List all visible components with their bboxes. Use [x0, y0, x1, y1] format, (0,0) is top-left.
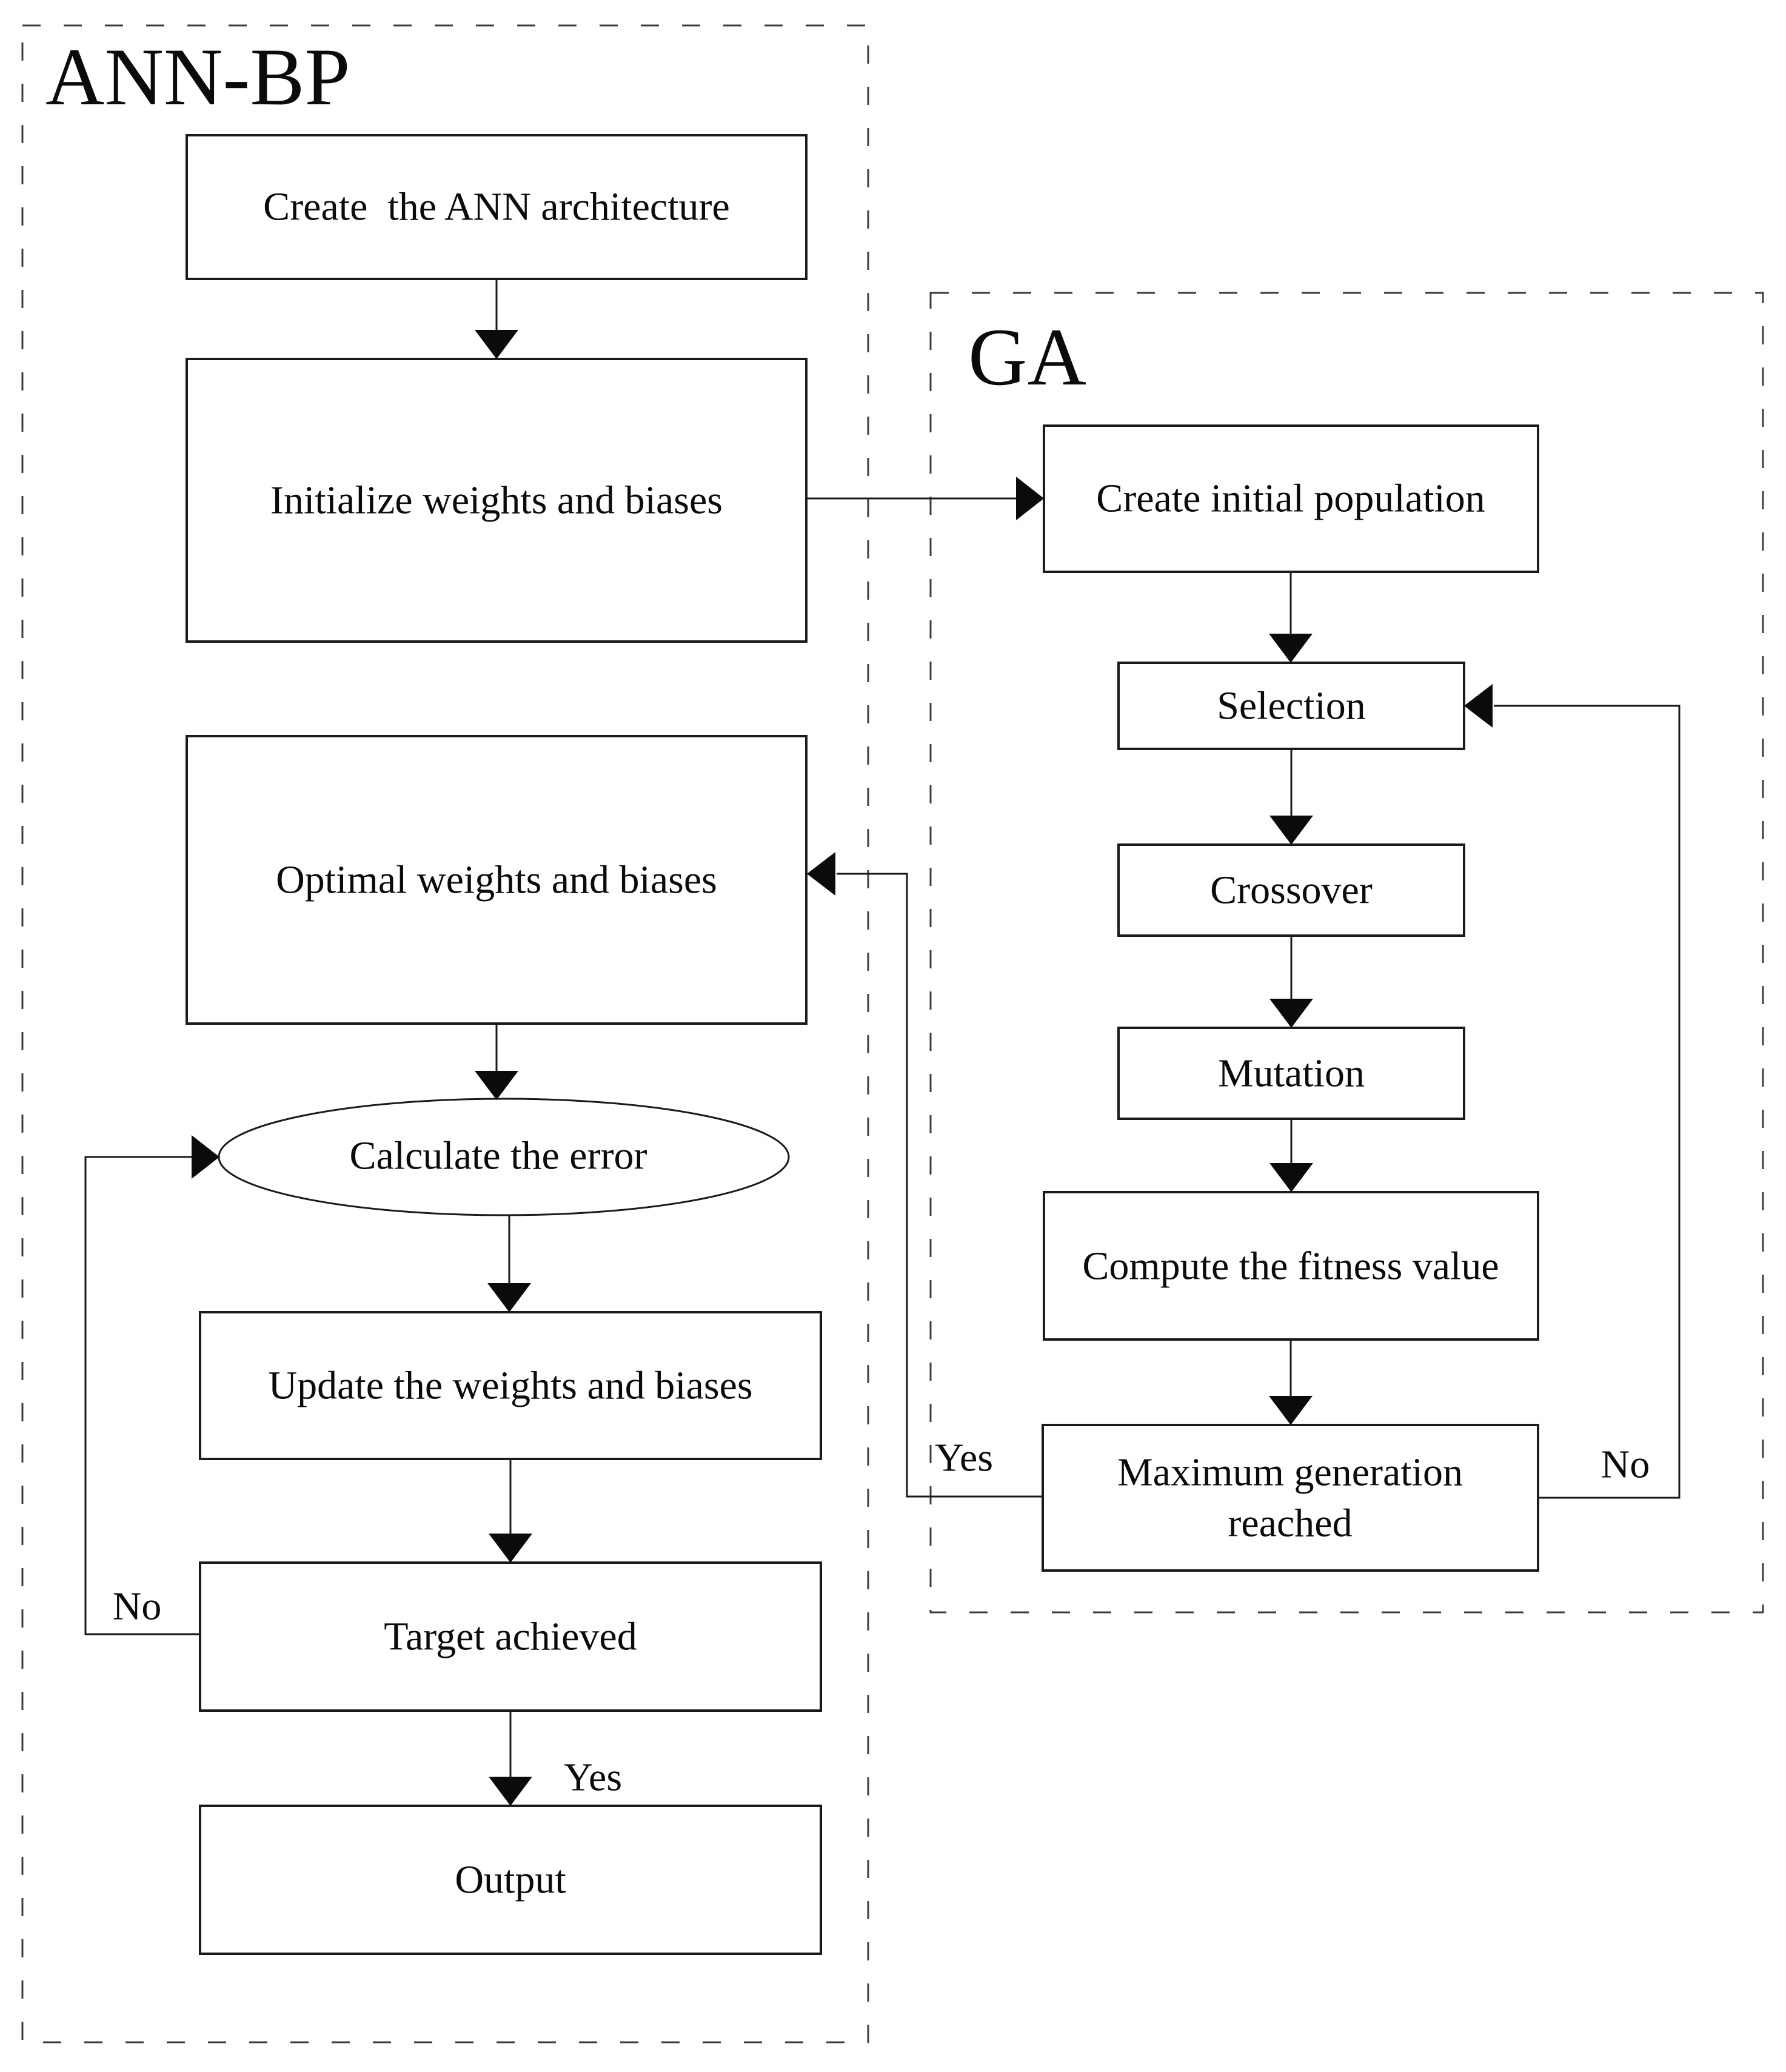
node-output: Output — [199, 1805, 822, 1955]
ga-region-title: GA — [968, 312, 1086, 403]
arrow-target-yes-to-output — [489, 1711, 532, 1806]
output-box — [199, 1805, 822, 1955]
calculate-error-label: Calculate the error — [349, 1134, 647, 1178]
arrowhead-down-icon — [475, 1071, 518, 1100]
update-weights-label: Update the weights and biases — [268, 1364, 752, 1408]
arrowhead-down-icon — [1269, 999, 1313, 1028]
node-max-generation: Maximum generation reached — [1042, 1424, 1539, 1572]
node-calculate-error: Calculate the error — [218, 1098, 790, 1216]
optimal-weights-box — [186, 735, 808, 1025]
arrow-create-ann-to-initialize — [475, 279, 518, 359]
label-target-yes: Yes — [564, 1755, 622, 1800]
arrowhead-down-icon — [1269, 634, 1313, 663]
arrow-crossover-to-mutation — [1269, 936, 1313, 1028]
arrow-selection-to-crossover — [1269, 749, 1313, 845]
initialize-weights-box — [186, 358, 808, 643]
create-ann-box — [186, 134, 808, 280]
max-generation-label-line2: reached — [1228, 1501, 1352, 1546]
crossover-label: Crossover — [1210, 868, 1373, 913]
arrow-calculate-error-to-update — [487, 1215, 531, 1312]
crossover-box — [1117, 843, 1465, 937]
arrow-optimal-to-calculate-error — [475, 1024, 518, 1100]
ga-region-border — [929, 292, 1764, 1614]
arrowhead-right-icon — [1016, 477, 1044, 520]
node-target-achieved: Target achieved — [199, 1561, 822, 1712]
create-population-box — [1043, 424, 1539, 573]
node-update-weights: Update the weights and biases — [199, 1311, 822, 1460]
arrowhead-down-icon — [1269, 816, 1313, 845]
mutation-box — [1117, 1027, 1465, 1120]
label-maxgen-no: No — [1601, 1443, 1650, 1487]
node-compute-fitness: Compute the fitness value — [1043, 1191, 1539, 1341]
compute-fitness-box — [1043, 1191, 1539, 1341]
compute-fitness-label: Compute the fitness value — [1082, 1244, 1499, 1289]
loop-max-generation-no-to-selection — [1464, 684, 1681, 1499]
node-initialize-weights: Initialize weights and biases — [186, 358, 808, 643]
ann-bp-region-title: ANN-BP — [45, 32, 350, 122]
ann-bp-region-border — [21, 24, 869, 2044]
update-weights-box — [199, 1311, 822, 1460]
arrow-initialize-to-create-population — [806, 477, 1044, 520]
loop-max-generation-yes-to-optimal — [807, 852, 1043, 1498]
mutation-label: Mutation — [1218, 1051, 1365, 1096]
node-create-ann: Create the ANN architecture — [186, 134, 808, 280]
label-target-no: No — [113, 1584, 162, 1629]
optimal-weights-label: Optimal weights and biases — [276, 858, 717, 902]
label-maxgen-yes: Yes — [935, 1436, 993, 1480]
arrowhead-left-icon — [807, 852, 835, 896]
node-create-population: Create initial population — [1043, 424, 1539, 573]
initialize-weights-label: Initialize weights and biases — [270, 478, 723, 523]
node-selection: Selection — [1117, 662, 1465, 750]
node-crossover: Crossover — [1117, 843, 1465, 937]
create-population-label: Create initial population — [1096, 477, 1485, 521]
max-generation-label-line1: Maximum generation — [1117, 1450, 1463, 1495]
max-generation-box — [1042, 1424, 1539, 1572]
arrowhead-right-icon — [192, 1135, 219, 1179]
arrow-update-to-target — [489, 1459, 532, 1563]
loop-target-no-to-calculate-error — [84, 1135, 219, 1635]
node-optimal-weights: Optimal weights and biases — [186, 735, 808, 1025]
arrowhead-down-icon — [1269, 1163, 1313, 1192]
node-mutation: Mutation — [1117, 1027, 1465, 1120]
target-achieved-label: Target achieved — [384, 1615, 637, 1659]
arrow-compute-fitness-to-max-generation — [1269, 1339, 1313, 1425]
arrowhead-left-icon — [1464, 684, 1493, 728]
arrowhead-down-icon — [475, 330, 518, 359]
target-achieved-box — [199, 1561, 822, 1712]
output-label: Output — [455, 1858, 566, 1902]
arrow-mutation-to-compute-fitness — [1269, 1119, 1313, 1192]
create-ann-label: Create the ANN architecture — [263, 185, 730, 229]
arrow-create-population-to-selection — [1269, 572, 1313, 663]
arrowhead-down-icon — [489, 1777, 532, 1806]
arrowhead-down-icon — [489, 1534, 532, 1563]
arrowhead-down-icon — [1269, 1396, 1313, 1425]
selection-label: Selection — [1217, 684, 1366, 728]
arrowhead-down-icon — [487, 1283, 531, 1312]
